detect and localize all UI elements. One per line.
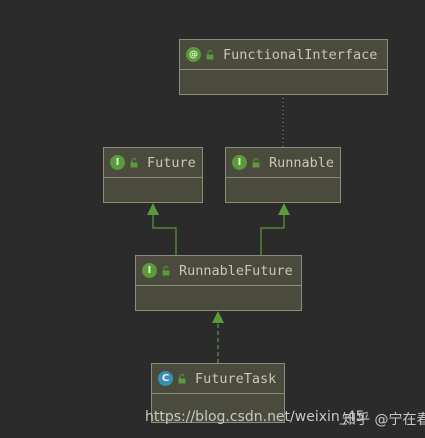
unlocked-icon — [162, 265, 170, 275]
node-runnable[interactable]: I Runnable — [225, 147, 341, 203]
class-icon: C — [158, 371, 173, 386]
node-future-task[interactable]: C FutureTask — [151, 363, 285, 423]
unlocked-icon — [206, 49, 214, 59]
node-body — [180, 70, 387, 94]
node-label: FunctionalInterface — [223, 46, 378, 63]
extends-arrowhead-future — [147, 203, 159, 215]
node-body — [104, 178, 202, 202]
node-future[interactable]: I Future — [103, 147, 203, 203]
implements-arrowhead — [212, 311, 224, 323]
interface-icon: I — [232, 155, 247, 170]
node-label: FutureTask — [195, 370, 277, 387]
extends-arrowhead-runnable — [278, 203, 290, 215]
watermark-author: 知乎 @宁在春 — [342, 412, 425, 428]
unlocked-icon — [178, 373, 186, 383]
annotation-icon: @ — [186, 47, 201, 62]
unlocked-icon — [252, 157, 260, 167]
node-label: Runnable — [269, 154, 335, 171]
unlocked-icon — [130, 157, 138, 167]
interface-icon: I — [110, 155, 125, 170]
node-body — [226, 178, 340, 202]
node-label: Future — [147, 154, 196, 171]
node-label: RunnableFuture — [179, 262, 293, 279]
interface-icon: I — [142, 263, 157, 278]
node-body — [136, 286, 301, 310]
node-runnable-future[interactable]: I RunnableFuture — [135, 255, 302, 311]
watermark-url: https://blog.csdn.net/weixin_45 — [145, 409, 365, 425]
node-functional-interface[interactable]: @ FunctionalInterface — [179, 39, 388, 95]
extends-edge-future — [152, 213, 177, 255]
extends-edge-runnable — [260, 213, 285, 255]
